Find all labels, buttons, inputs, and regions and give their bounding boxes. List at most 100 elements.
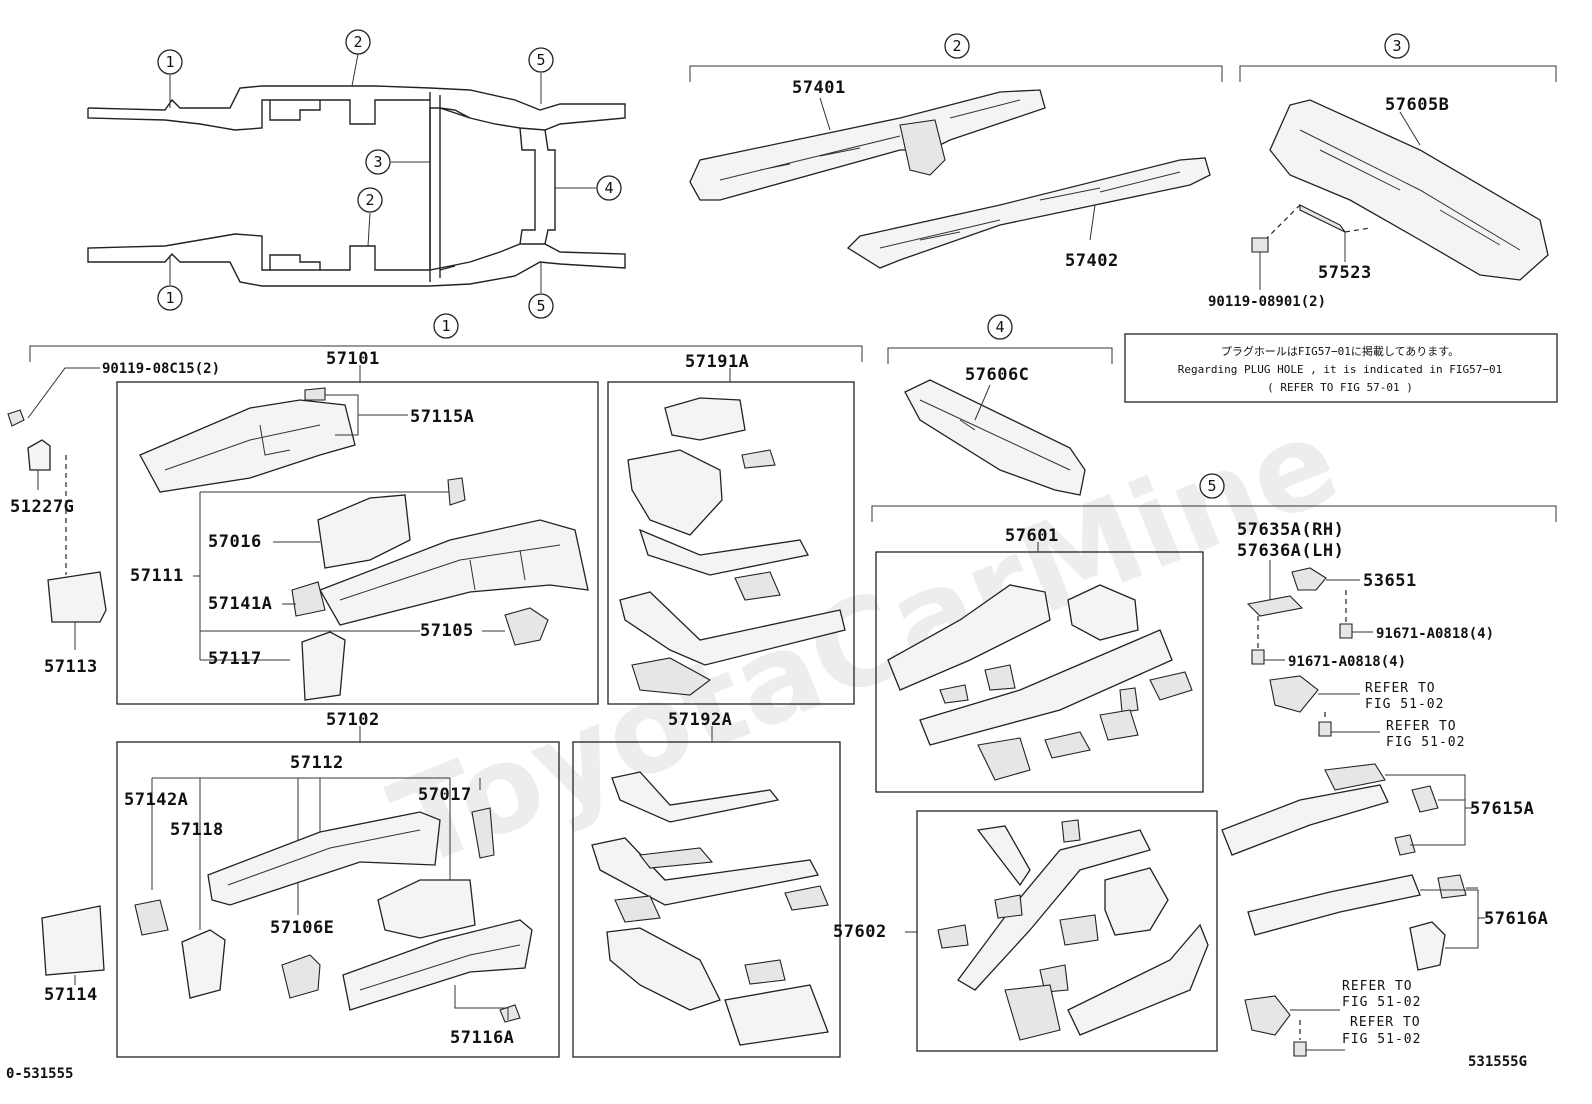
part-57101-shape: [139, 399, 356, 493]
bolt-90119-08C15: [7, 409, 25, 427]
ref-4-line-2: FIG 51-02: [1342, 1032, 1421, 1047]
callout-3: 3: [373, 153, 382, 171]
overview-callouts: 1 2 3 2 1 5 4 5: [157, 29, 622, 319]
part-label-57523: 57523: [1318, 263, 1372, 283]
part-57635A-shape: [1246, 595, 1304, 617]
part-57401-shape: [689, 89, 1046, 201]
note-box: プラグホールはFIG57−01に掲載してあります。 Regarding PLUG…: [1124, 333, 1558, 403]
part-label-57401: 57401: [792, 78, 846, 98]
part-label-57113: 57113: [44, 657, 98, 677]
group-2: 2 57401 57402: [689, 33, 1223, 271]
ref-3-line-2: FIG 51-02: [1342, 995, 1421, 1010]
part-57602-b: [976, 825, 1031, 887]
bolt-90119-08901: [1251, 237, 1269, 253]
ref-3-line-1: REFER TO: [1342, 979, 1413, 994]
part-label-57402: 57402: [1065, 251, 1119, 271]
part-57111-shape: [319, 519, 589, 626]
part-label-90119-08901: 90119-08901(2): [1208, 294, 1326, 310]
group-57192A: 57192A: [572, 710, 841, 1058]
part-57602-a: [957, 829, 1151, 991]
part-label-57615A: 57615A: [1470, 799, 1534, 819]
box-57601: [875, 551, 1204, 793]
part-57114-shape: [41, 905, 105, 976]
part-label-57016: 57016: [208, 532, 262, 552]
part-57192A-a: [611, 771, 780, 823]
bracket-ref-1: [1269, 675, 1319, 713]
part-label-91671-b: 91671-A0818(4): [1288, 654, 1406, 670]
part-label-53651: 53651: [1363, 571, 1417, 591]
box-57101: [116, 381, 599, 705]
part-57402-shape: [846, 157, 1211, 269]
part-57192A-b: [591, 837, 819, 906]
part-label-57192A: 57192A: [668, 710, 732, 730]
group-4: 4 57606C: [887, 314, 1113, 496]
group-57102: 57102 57112 57142A 57017 57118 57106E 57…: [41, 710, 560, 1058]
part-57017-body: [377, 879, 476, 939]
part-57601-b: [1067, 584, 1139, 641]
group-1: 1 90119-08C15(2) 51227G 57113 57101 5711…: [7, 313, 863, 705]
part-label-57191A: 57191A: [685, 352, 749, 372]
part-label-57118: 57118: [170, 820, 224, 840]
box-57602: [916, 810, 1218, 1052]
part-57192A-c: [606, 927, 721, 1011]
frame-overview: [87, 85, 626, 287]
note-line-1: プラグホールはFIG57−01に掲載してあります。: [1221, 344, 1459, 358]
part-label-57101: 57101: [326, 349, 380, 369]
box-57192A: [572, 741, 841, 1058]
part-57191A-d: [619, 591, 846, 666]
part-label-57116A: 57116A: [450, 1028, 514, 1048]
part-53651-shape: [1291, 567, 1327, 591]
group-3: 3 57605B 57523 90119-08901(2): [1208, 33, 1557, 310]
part-label-57017: 57017: [418, 785, 472, 805]
part-label-57605B: 57605B: [1385, 95, 1449, 115]
part-label-57117: 57117: [208, 649, 262, 669]
part-label-57111: 57111: [130, 566, 184, 586]
part-57017-shape: [471, 807, 495, 859]
frame-inner-top: [87, 99, 430, 131]
part-57191A-b: [627, 449, 723, 536]
part-57602-d: [1067, 923, 1209, 1036]
part-57191A-a: [664, 397, 746, 441]
part-label-57114: 57114: [44, 985, 98, 1005]
part-label-57601: 57601: [1005, 526, 1059, 546]
note-line-2: Regarding PLUG HOLE , it is indicated in…: [1178, 363, 1503, 376]
callout-5-top: 5: [536, 51, 545, 69]
part-57401-bracket: [899, 119, 946, 176]
part-label-57112: 57112: [290, 753, 344, 773]
part-57601-c: [919, 629, 1173, 746]
part-57118-shape: [181, 929, 226, 999]
part-57105-shape: [504, 607, 549, 646]
part-57191A-c: [638, 528, 809, 576]
callout-1-top: 1: [165, 53, 174, 71]
ref-1-line-2: FIG 51-02: [1365, 697, 1444, 712]
part-label-57616A: 57616A: [1484, 909, 1548, 929]
callout-2-bottom: 2: [365, 191, 374, 209]
part-57142A-shape: [134, 899, 169, 936]
group-4-label: 4: [995, 318, 1004, 336]
part-label-57636A: 57636A(LH): [1237, 541, 1344, 561]
part-57192A-d: [724, 984, 829, 1046]
callout-4: 4: [604, 179, 613, 197]
ref-2-line-2: FIG 51-02: [1386, 735, 1465, 750]
part-label-57115A: 57115A: [410, 407, 474, 427]
part-57606C-shape: [904, 379, 1086, 496]
part-label-57602: 57602: [833, 922, 887, 942]
part-label-57106E: 57106E: [270, 918, 334, 938]
part-label-57141A: 57141A: [208, 594, 272, 614]
part-label-91671-a: 91671-A0818(4): [1376, 626, 1494, 642]
note-line-3: ( REFER TO FIG 57-01 ): [1267, 381, 1413, 394]
part-57615A-a: [1324, 763, 1386, 791]
part-label-57142A: 57142A: [124, 790, 188, 810]
part-label-51227G: 51227G: [10, 497, 74, 517]
ref-4-line-1: REFER TO: [1350, 1015, 1421, 1030]
part-57615A-b: [1221, 784, 1389, 856]
part-label-57635A: 57635A(RH): [1237, 520, 1344, 540]
ref-2-line-1: REFER TO: [1386, 719, 1457, 734]
callout-2-top: 2: [353, 33, 362, 51]
ref-1-line-1: REFER TO: [1365, 681, 1436, 696]
frame-outline: [87, 85, 626, 287]
part-57117-shape: [301, 631, 346, 701]
part-51227G-shape: [27, 439, 51, 471]
